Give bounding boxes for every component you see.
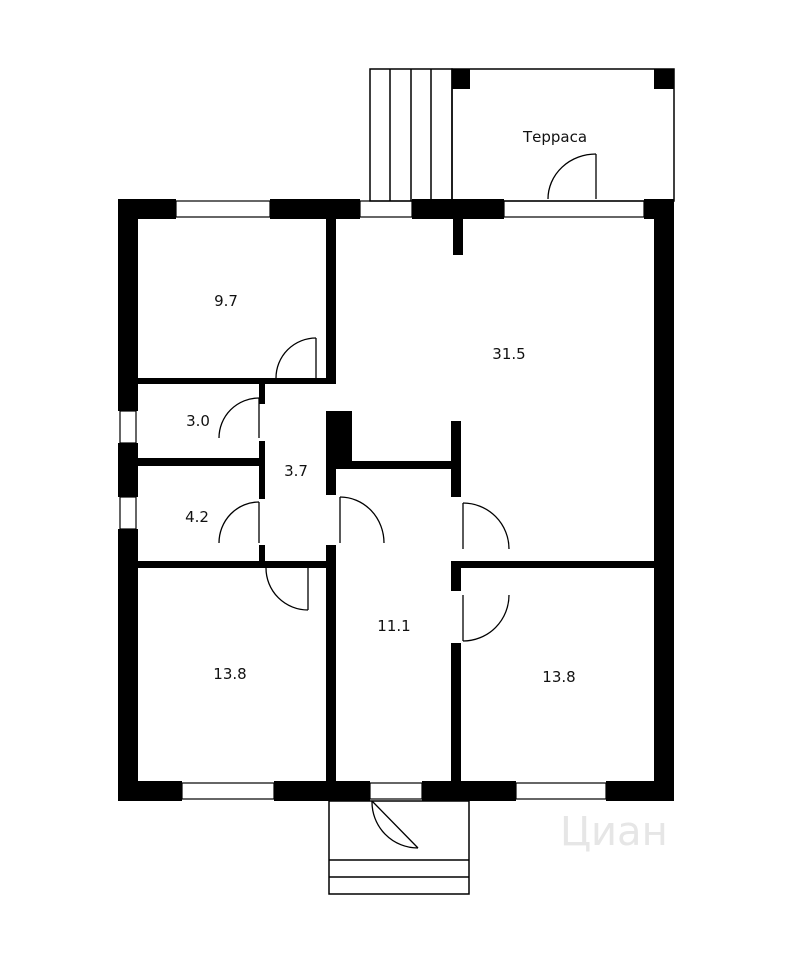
door-closet-3-0 bbox=[218, 397, 260, 439]
room-label-terrace: Терраса bbox=[522, 128, 587, 146]
room-label-3-0: 3.0 bbox=[186, 412, 210, 430]
entrance-door bbox=[371, 800, 419, 849]
terrace bbox=[369, 68, 675, 202]
door-closet-4-2 bbox=[218, 501, 260, 544]
room-label-4-2: 4.2 bbox=[185, 508, 209, 526]
terrace-stairs bbox=[369, 68, 453, 202]
room-label-13-8-left: 13.8 bbox=[213, 665, 246, 683]
room-label-13-8-right: 13.8 bbox=[542, 668, 575, 686]
windows bbox=[119, 200, 645, 800]
room-labels: Терраса 9.7 31.5 3.0 3.7 4.2 11.1 13.8 1… bbox=[185, 128, 587, 686]
room-label-9-7: 9.7 bbox=[214, 292, 238, 310]
walls bbox=[118, 199, 674, 801]
room-label-31-5: 31.5 bbox=[492, 345, 525, 363]
door-room-se bbox=[462, 594, 510, 642]
room-label-3-7: 3.7 bbox=[284, 462, 308, 480]
door-room-sw bbox=[265, 567, 309, 611]
door-living bbox=[462, 502, 510, 550]
door-corridor bbox=[339, 496, 385, 544]
watermark: Циан bbox=[560, 809, 668, 855]
room-label-11-1: 11.1 bbox=[377, 617, 410, 635]
door-room-9-7 bbox=[275, 337, 317, 379]
terrace-door bbox=[547, 153, 597, 200]
entrance-stairs bbox=[328, 800, 470, 895]
doors bbox=[218, 337, 510, 849]
